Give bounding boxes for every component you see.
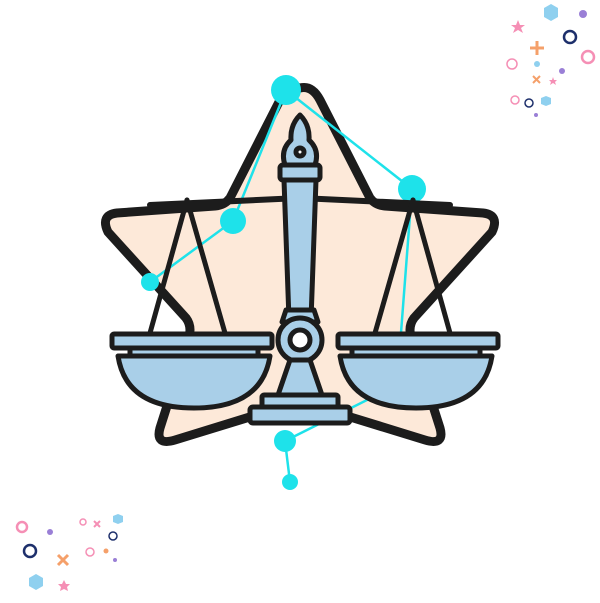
confetti-top-right — [506, 4, 596, 117]
constellation-star-right — [398, 175, 426, 203]
constellation-star-bottom — [274, 430, 296, 452]
scale-pillar — [247, 112, 353, 426]
constellation-star-tail — [282, 474, 298, 490]
right-pan — [335, 331, 501, 411]
constellation-star-left-upper — [220, 208, 246, 234]
constellation-star-left-lower — [141, 273, 159, 291]
constellation — [141, 75, 426, 490]
constellation-star-top — [271, 75, 301, 105]
confetti-bottom-left — [15, 514, 123, 591]
left-pan — [109, 331, 275, 411]
balance-scale — [109, 112, 501, 426]
